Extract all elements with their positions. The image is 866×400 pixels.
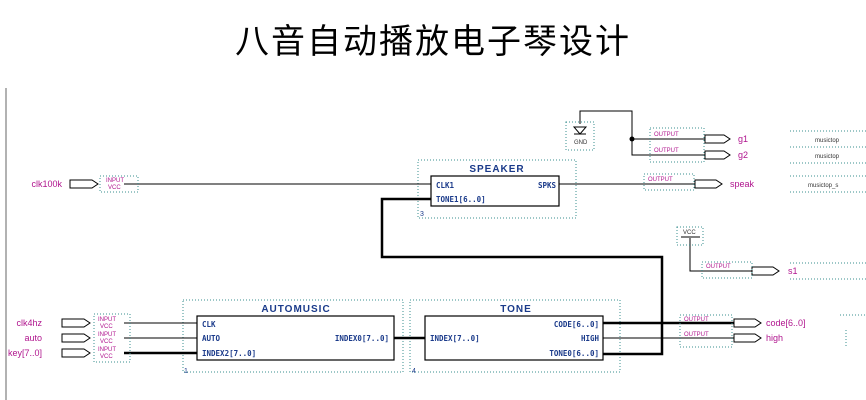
tone-frame [409,299,621,373]
key-type: INPUT [98,347,116,353]
wire-vcc-s1 [689,238,752,272]
speak-loc: musictop_s [808,183,838,189]
tone-port-index: INDEX[7..0] [430,334,480,343]
clk100k-pin-icon [69,179,99,189]
automusic-frame [182,299,404,373]
high-label: high [766,333,783,343]
s1-label: s1 [788,266,798,276]
output-pin-g1[interactable]: OUTPUT g1 musictop [654,132,840,144]
gnd-label: GND [574,140,588,146]
g-pins-frame [649,127,705,163]
clk4hz-type: INPUT [98,317,116,323]
speak-pin-icon [694,179,723,189]
vcc-symbol: VCC [676,226,704,246]
key-vcc: VCC [100,354,113,360]
automusic-port-clk: CLK [202,320,216,329]
tone-body [424,315,604,361]
tone-port-tone0: TONE0[6..0] [549,349,599,358]
clk100k-vcc: VCC [108,185,121,191]
automusic-port-index2: INDEX2[7..0] [202,349,256,358]
vcc-label: VCC [683,230,696,236]
high-pin-icon [733,333,762,343]
code-type: OUTPUT [684,317,709,323]
speaker-instance: 3 [420,211,424,218]
speaker-port-clk: CLK1 [436,181,455,190]
speaker-name: SPEAKER [469,164,524,175]
speaker-block[interactable]: SPEAKER CLK1 TONE1[6..0] SPKS 3 [417,159,577,219]
automusic-name: AUTOMUSIC [261,304,330,315]
input-pins-frame [93,313,131,363]
g2-label: g2 [738,150,748,160]
g1-type: OUTPUT [654,132,679,138]
s1-type: OUTPUT [706,264,731,270]
bus-tone0-to-tone1 [380,197,664,356]
tone-port-high: HIGH [581,334,600,343]
auto-vcc: VCC [100,339,113,345]
speak-type: OUTPUT [648,177,673,183]
output-pin-code[interactable]: OUTPUT code[6..0] [684,317,806,328]
input-pin-clk4hz[interactable]: clk4hz INPUT VCC [16,317,116,330]
speak-label: speak [730,179,755,189]
wires [124,110,752,356]
tone-instance: 4 [412,368,416,375]
clk4hz-label: clk4hz [16,318,42,328]
output-pin-s1[interactable]: OUTPUT s1 [706,264,798,276]
automusic-port-auto: AUTO [202,334,221,343]
output-pin-high[interactable]: OUTPUT high [684,332,783,343]
g1-pin-icon [704,134,731,144]
automusic-block[interactable]: AUTOMUSIC CLK AUTO INDEX2[7..0] INDEX0[7… [182,299,404,375]
speaker-frame [417,159,577,219]
key-label: key[7..0] [8,348,42,358]
tone-block[interactable]: TONE INDEX[7..0] CODE[6..0] HIGH TONE0[6… [409,299,621,375]
output-pin-g2[interactable]: OUTPUT g2 musictop [654,148,840,160]
clk100k-label: clk100k [31,179,62,189]
gnd-symbol: GND [565,121,595,151]
junction-dot [629,136,635,142]
clk4hz-pin-icon [61,318,91,328]
automusic-instance: 1 [184,368,188,375]
speaker-port-spks: SPKS [538,181,557,190]
code-pin-icon [733,318,762,328]
automusic-port-index0: INDEX0[7..0] [335,334,389,343]
high-type: OUTPUT [684,332,709,338]
output-pin-speak[interactable]: OUTPUT speak musictop_s [648,177,838,189]
speaker-port-tone: TONE1[6..0] [436,195,486,204]
auto-pin-icon [61,333,91,343]
tone-port-code: CODE[6..0] [554,320,599,329]
auto-type: INPUT [98,332,116,338]
wire-gnd-g2 [579,110,705,156]
input-pin-clk100k[interactable]: clk100k INPUT VCC [31,175,139,193]
page-title: 八音自动播放电子琴设计 [235,22,631,62]
auto-label: auto [24,333,42,343]
key-pin-icon [61,348,91,358]
g2-loc: musictop [815,154,840,160]
clk100k-type: INPUT [106,178,124,184]
speaker-body [430,175,560,207]
g1-label: g1 [738,134,748,144]
input-pin-auto[interactable]: auto INPUT VCC [24,332,116,345]
g1-loc: musictop [815,138,840,144]
s1-pin-icon [751,266,780,276]
g2-pin-icon [704,150,731,160]
g2-type: OUTPUT [654,148,679,154]
tone-name: TONE [500,304,532,315]
input-pin-key[interactable]: key[7..0] INPUT VCC [8,347,116,360]
code-label: code[6..0] [766,318,806,328]
clk4hz-vcc: VCC [100,324,113,330]
